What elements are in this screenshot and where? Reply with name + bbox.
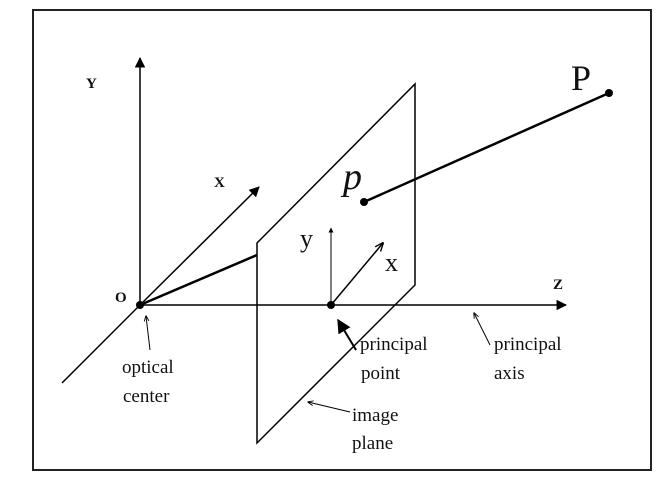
principal-point-label-line2: point <box>361 363 401 384</box>
image-plane-label-line1: image <box>352 405 398 426</box>
world-y-label: Y <box>86 76 97 92</box>
optical-center-point <box>136 301 144 309</box>
principal-axis-label-line2: axis <box>494 363 525 384</box>
image-plane-label-line2: plane <box>352 433 393 454</box>
principal-point-leader <box>337 318 357 351</box>
world-z-label: Z <box>553 277 563 293</box>
image-x-label: x <box>385 248 398 277</box>
optical-center-label-line1: optical <box>122 357 174 378</box>
projection-ray-inner <box>139 253 258 307</box>
world-x-label: X <box>214 175 225 191</box>
optical-center-label-line2: center <box>123 386 170 407</box>
world-point-label: P <box>571 58 591 98</box>
image-y-label: y <box>300 224 313 253</box>
projection-ray-outer <box>363 91 610 204</box>
optical-center-leader <box>146 316 151 351</box>
principal-axis-label-line1: principal <box>494 334 562 355</box>
image-plane <box>256 82 416 445</box>
principal-point-label-line1: principal <box>360 334 428 355</box>
image-point-dot <box>360 198 368 206</box>
world-point-dot <box>605 89 613 97</box>
world-x-axis-back <box>61 304 141 384</box>
world-x-axis <box>139 186 260 306</box>
origin-label: O <box>115 290 127 306</box>
image-point-label: p <box>340 156 362 198</box>
principal-point-dot <box>327 301 335 309</box>
image-x-axis <box>330 243 383 306</box>
image-plane-leader <box>308 402 351 413</box>
principal-axis-leader <box>474 313 491 346</box>
